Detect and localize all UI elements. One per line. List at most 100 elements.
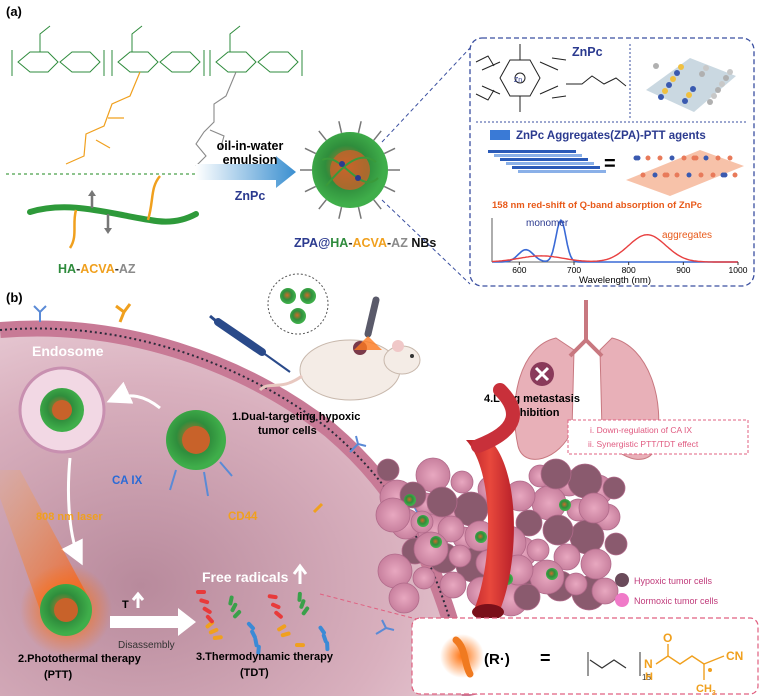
disassembly-label: Disassembly xyxy=(118,640,175,651)
aggregate-atom xyxy=(732,172,738,178)
x-tick-label: 700 xyxy=(567,265,581,275)
formula-n: N xyxy=(644,657,653,671)
aggregate-layer xyxy=(506,162,594,165)
atom xyxy=(686,92,692,98)
aggregate-atom xyxy=(674,172,680,178)
hypoxic-tumor-cell xyxy=(542,514,574,546)
normoxic-tumor-cell xyxy=(388,582,420,614)
nanobubble-label: ZPA@HA-ACVA-AZ NBs xyxy=(294,236,436,250)
aggregate-atom xyxy=(669,155,675,161)
nanobubble-spike xyxy=(357,121,362,134)
normoxic-tumor-cell xyxy=(526,538,550,562)
radical-fragment xyxy=(230,602,238,613)
atom xyxy=(670,76,676,82)
aggregate-atom xyxy=(681,155,687,161)
effects-box xyxy=(567,419,749,455)
radical-symbol: (R·) xyxy=(484,651,510,668)
atom xyxy=(658,94,664,100)
heated-nanobubble xyxy=(40,584,92,636)
aggregate-curve xyxy=(491,233,738,263)
normoxic-tumor-cell xyxy=(375,497,411,533)
radical-fragment xyxy=(325,641,330,652)
nanobubble-spike xyxy=(383,185,396,193)
x-tick-label: 800 xyxy=(622,265,636,275)
zpa-legend-swatch xyxy=(490,130,510,140)
effect-1: i. Down-regulation of CA IX xyxy=(590,425,692,435)
zn-center-label: Zn xyxy=(514,77,522,84)
aggregate-atom xyxy=(635,155,641,161)
cd44-label: CD44 xyxy=(228,511,258,523)
radical-increase-arrow xyxy=(292,563,308,584)
hypoxic-tumor-cell xyxy=(604,532,628,556)
radical-fragment xyxy=(277,624,287,632)
radical-fragment xyxy=(202,606,212,614)
nanobubble-spike xyxy=(338,121,343,134)
normoxic-tumor-cell xyxy=(439,571,467,599)
aggregate-atom xyxy=(645,155,651,161)
zoom-line-bottom xyxy=(381,199,471,285)
atom xyxy=(703,65,709,71)
radical-fragment xyxy=(299,599,306,609)
nanobubble-spike xyxy=(383,147,396,155)
laser-pen-icon xyxy=(354,296,382,350)
formula-zoom-line xyxy=(319,593,421,621)
normoxic-tumor-cell xyxy=(448,544,472,568)
radical-fragment xyxy=(250,629,257,640)
zn-title: ZnPc xyxy=(572,45,603,59)
aggregate-molecular-model xyxy=(626,150,744,196)
emulsion-arrow: oil-in-water emulsion ZnPc xyxy=(196,139,296,203)
step2-label-line1: 2.Photothermal therapy xyxy=(18,653,142,665)
aggregate-layer xyxy=(494,154,582,157)
step2-label-line2: (PTT) xyxy=(44,669,72,681)
accumulated-nanobubble xyxy=(417,515,429,527)
cell-cytoplasm xyxy=(0,328,470,696)
nanobubble-at-membrane xyxy=(166,410,233,497)
formula-h: H xyxy=(645,671,653,683)
radical-fragment xyxy=(228,595,234,606)
ca-ix-label: CA IX xyxy=(112,475,143,487)
radical-fragment xyxy=(294,643,305,648)
radical-fragment xyxy=(297,591,302,602)
normoxic-tumor-cell xyxy=(412,566,436,590)
zpa-legend-text: ZnPc Aggregates(ZPA)-PTT agents xyxy=(516,130,706,142)
endosome-escape-arrow xyxy=(61,457,83,566)
accumulated-nanobubble xyxy=(430,536,442,548)
accumulated-nanobubble xyxy=(546,568,558,580)
normoxic-tumor-cell xyxy=(450,470,474,494)
nanobubble-spike xyxy=(304,147,317,155)
laser-label: 808 nm laser xyxy=(36,511,103,523)
hypoxic-tumor-cell xyxy=(426,486,458,518)
uptake-arrow xyxy=(106,381,161,410)
formula-o: O xyxy=(663,631,672,645)
polymer-name-label: HA-ACVA-AZ xyxy=(58,262,136,276)
free-radicals-label: Free radicals xyxy=(202,569,289,585)
normoxic-legend-dot xyxy=(615,593,629,607)
atom xyxy=(727,69,733,75)
aggregate-atom xyxy=(686,172,692,178)
aggregate-layer xyxy=(518,170,606,173)
effect-2: ii. Synergistic PTT/TDT effect xyxy=(588,439,699,449)
nanobubble-spike xyxy=(318,130,327,141)
formula-subscript: 15 xyxy=(642,673,651,682)
aggregate-atom xyxy=(664,172,670,178)
arrow-label-mid: emulsion xyxy=(223,153,278,167)
nanobubble-spike xyxy=(304,185,317,193)
nanobubble-spike xyxy=(357,206,362,219)
nanobubble-zoom-bubble xyxy=(267,273,329,335)
zinc-phthalocyanine-structure xyxy=(475,44,627,112)
endosome-label: Endosome xyxy=(32,343,104,359)
normoxic-tumor-cell xyxy=(578,492,610,524)
accumulated-nanobubble xyxy=(475,531,487,543)
atom xyxy=(653,63,659,69)
radical-fragment xyxy=(267,594,278,600)
atom xyxy=(666,82,672,88)
hypoxic-legend-label: Hypoxic tumor cells xyxy=(634,576,713,586)
atom xyxy=(662,88,668,94)
nanobubble-spike xyxy=(373,199,382,210)
atom xyxy=(674,70,680,76)
arrow-label-top: oil-in-water xyxy=(217,139,284,153)
step3-label-line1: 3.Thermodynamic therapy xyxy=(196,651,334,663)
atom xyxy=(699,71,705,77)
